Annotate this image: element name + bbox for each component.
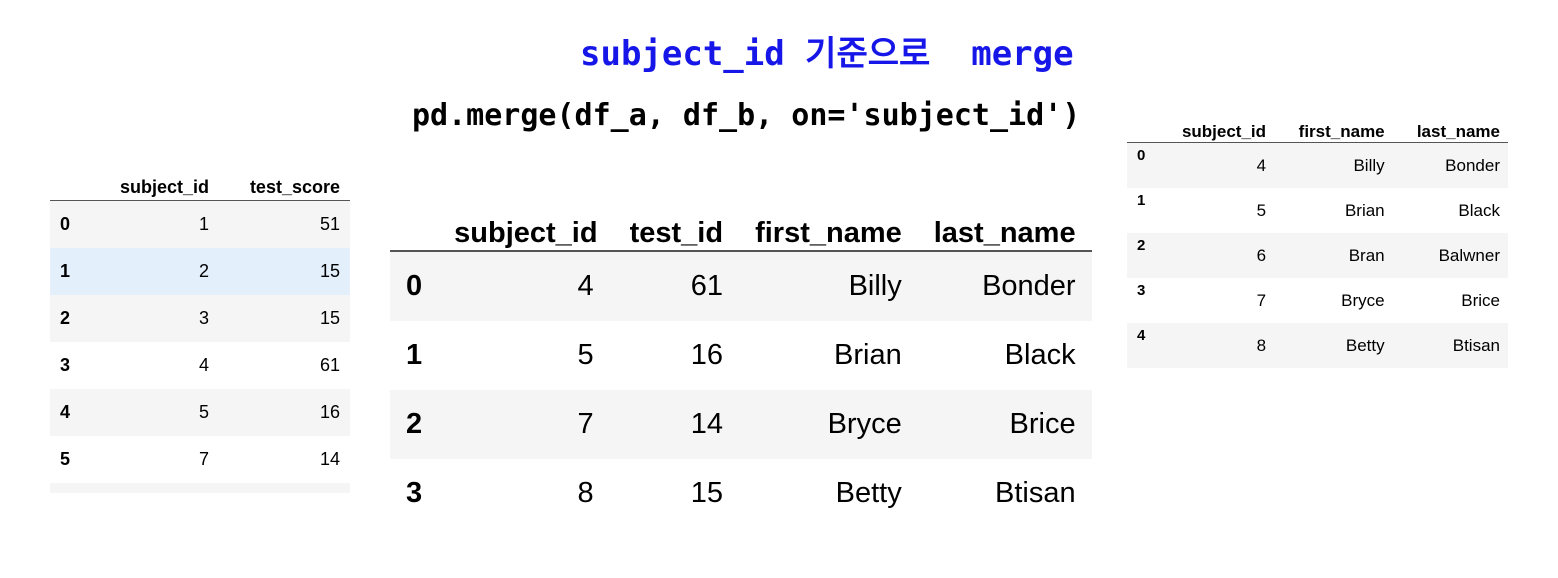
cell: 4 [438, 251, 614, 321]
cell: 7 [198, 449, 209, 469]
cell: Brian [1344, 200, 1385, 220]
table-row: 0 1 51 [50, 200, 350, 248]
row-index: 3 [1137, 282, 1146, 299]
cell: 15 [690, 477, 724, 509]
cell: 51 [218, 200, 350, 248]
column-header: subject_id [1181, 122, 1267, 141]
cell: 1 [89, 200, 219, 248]
row-index: 3 [60, 355, 71, 375]
index-header [390, 180, 438, 251]
table-row: 5 7 14 [50, 436, 350, 483]
cell: Black [1004, 339, 1076, 371]
row-index: 2 [1127, 233, 1158, 278]
cell: 3 [89, 295, 219, 342]
table-header-row: subject_id test_id first_name last_name [390, 180, 1092, 251]
table-row: 0 4 Billy Bonder [1127, 142, 1508, 188]
table-row: 4 8 Betty Btisan [1127, 323, 1508, 368]
index-header [1127, 108, 1158, 143]
table-header-row: subject_id first_name last_name [1127, 108, 1508, 143]
cell: 16 [690, 339, 724, 371]
column-header: subject_id [119, 177, 209, 197]
column-header: subject_id [454, 217, 598, 249]
merge-code: pd.merge(df_a, df_b, on='subject_id') [412, 98, 1081, 133]
column-header: first_name [1298, 122, 1385, 141]
cell: 61 [319, 355, 340, 375]
table-row-partial [50, 483, 350, 493]
column-header: last_name [1416, 122, 1500, 141]
table-row: 2 6 Bran Balwner [1127, 233, 1508, 278]
row-index: 5 [60, 449, 71, 469]
row-index: 1 [1137, 192, 1146, 209]
cell: 5 [577, 339, 594, 371]
column-header: test_id [629, 217, 724, 249]
row-index: 0 [390, 251, 439, 321]
table-row: 2 7 14 Bryce Brice [390, 390, 1092, 459]
cell: Bran [1274, 233, 1393, 278]
cell: 4 [1157, 142, 1275, 188]
cell: 5 [1256, 200, 1267, 220]
table-row: 1 5 16 Brian Black [390, 321, 1092, 390]
row-index: 1 [406, 339, 423, 371]
cell: Bonder [917, 251, 1092, 321]
cell: 4 [198, 355, 209, 375]
column-header: first_name [755, 217, 902, 249]
table-row: 1 5 Brian Black [1127, 188, 1508, 233]
row-index: 0 [50, 200, 90, 248]
row-index: 2 [50, 295, 90, 342]
table-row: 3 4 61 [50, 342, 350, 389]
merged-table-viewport: subject_id test_id first_name last_name … [390, 180, 1157, 540]
df-b-table: subject_id first_name last_name 0 4 Bill… [1127, 108, 1508, 368]
cell: Btisan [1392, 323, 1508, 368]
cell: 14 [319, 449, 340, 469]
table-row: 3 8 15 Betty Btisan [390, 459, 1092, 528]
index-header [50, 158, 89, 201]
column-header: test_score [249, 177, 340, 197]
table-row: 1 2 15 [50, 248, 350, 295]
row-index: 2 [390, 390, 439, 459]
table-row: 2 3 15 [50, 295, 350, 342]
cell: Brice [917, 390, 1092, 459]
cell: 7 [1256, 290, 1267, 310]
cell: 7 [438, 390, 614, 459]
cell: 8 [577, 477, 594, 509]
df-a-table: subject_id test_score 0 1 51 1 2 15 2 3 … [50, 158, 350, 493]
cell: Billy [739, 251, 918, 321]
cell: Balwner [1392, 233, 1508, 278]
cell: 15 [218, 295, 350, 342]
merged-table: subject_id test_id first_name last_name … [390, 180, 1092, 528]
row-index: 4 [1127, 323, 1158, 368]
cell: Bryce [739, 390, 918, 459]
cell: Brice [1461, 290, 1500, 310]
cell: Btisan [994, 477, 1076, 509]
cell: Billy [1274, 142, 1393, 188]
row-index: 1 [50, 248, 90, 295]
cell: 2 [89, 248, 219, 295]
cell: 8 [1157, 323, 1275, 368]
table-row: 0 4 61 Billy Bonder [390, 251, 1092, 321]
column-header: last_name [933, 217, 1076, 249]
cell: Black [1458, 200, 1500, 220]
cell: Bonder [1392, 142, 1508, 188]
row-index: 0 [1127, 142, 1158, 188]
cell: Betty [835, 477, 902, 509]
row-index: 3 [406, 477, 423, 509]
slide-title: subject_id 기준으로 merge [580, 34, 1074, 74]
cell: 6 [1157, 233, 1275, 278]
table-row: 3 7 Bryce Brice [1127, 278, 1508, 323]
cell: 61 [613, 251, 740, 321]
row-index: 4 [50, 389, 90, 436]
cell: Bryce [1341, 290, 1385, 310]
table-header-row: subject_id test_score [50, 158, 350, 201]
df-b-panel: subject_id first_name last_name 0 4 Bill… [1127, 108, 1508, 368]
cell: 5 [89, 389, 219, 436]
table-row: 4 5 16 [50, 389, 350, 436]
cell: 15 [218, 248, 350, 295]
cell: Betty [1274, 323, 1393, 368]
cell: 16 [218, 389, 350, 436]
cell: Brian [834, 339, 902, 371]
cell: 14 [613, 390, 740, 459]
